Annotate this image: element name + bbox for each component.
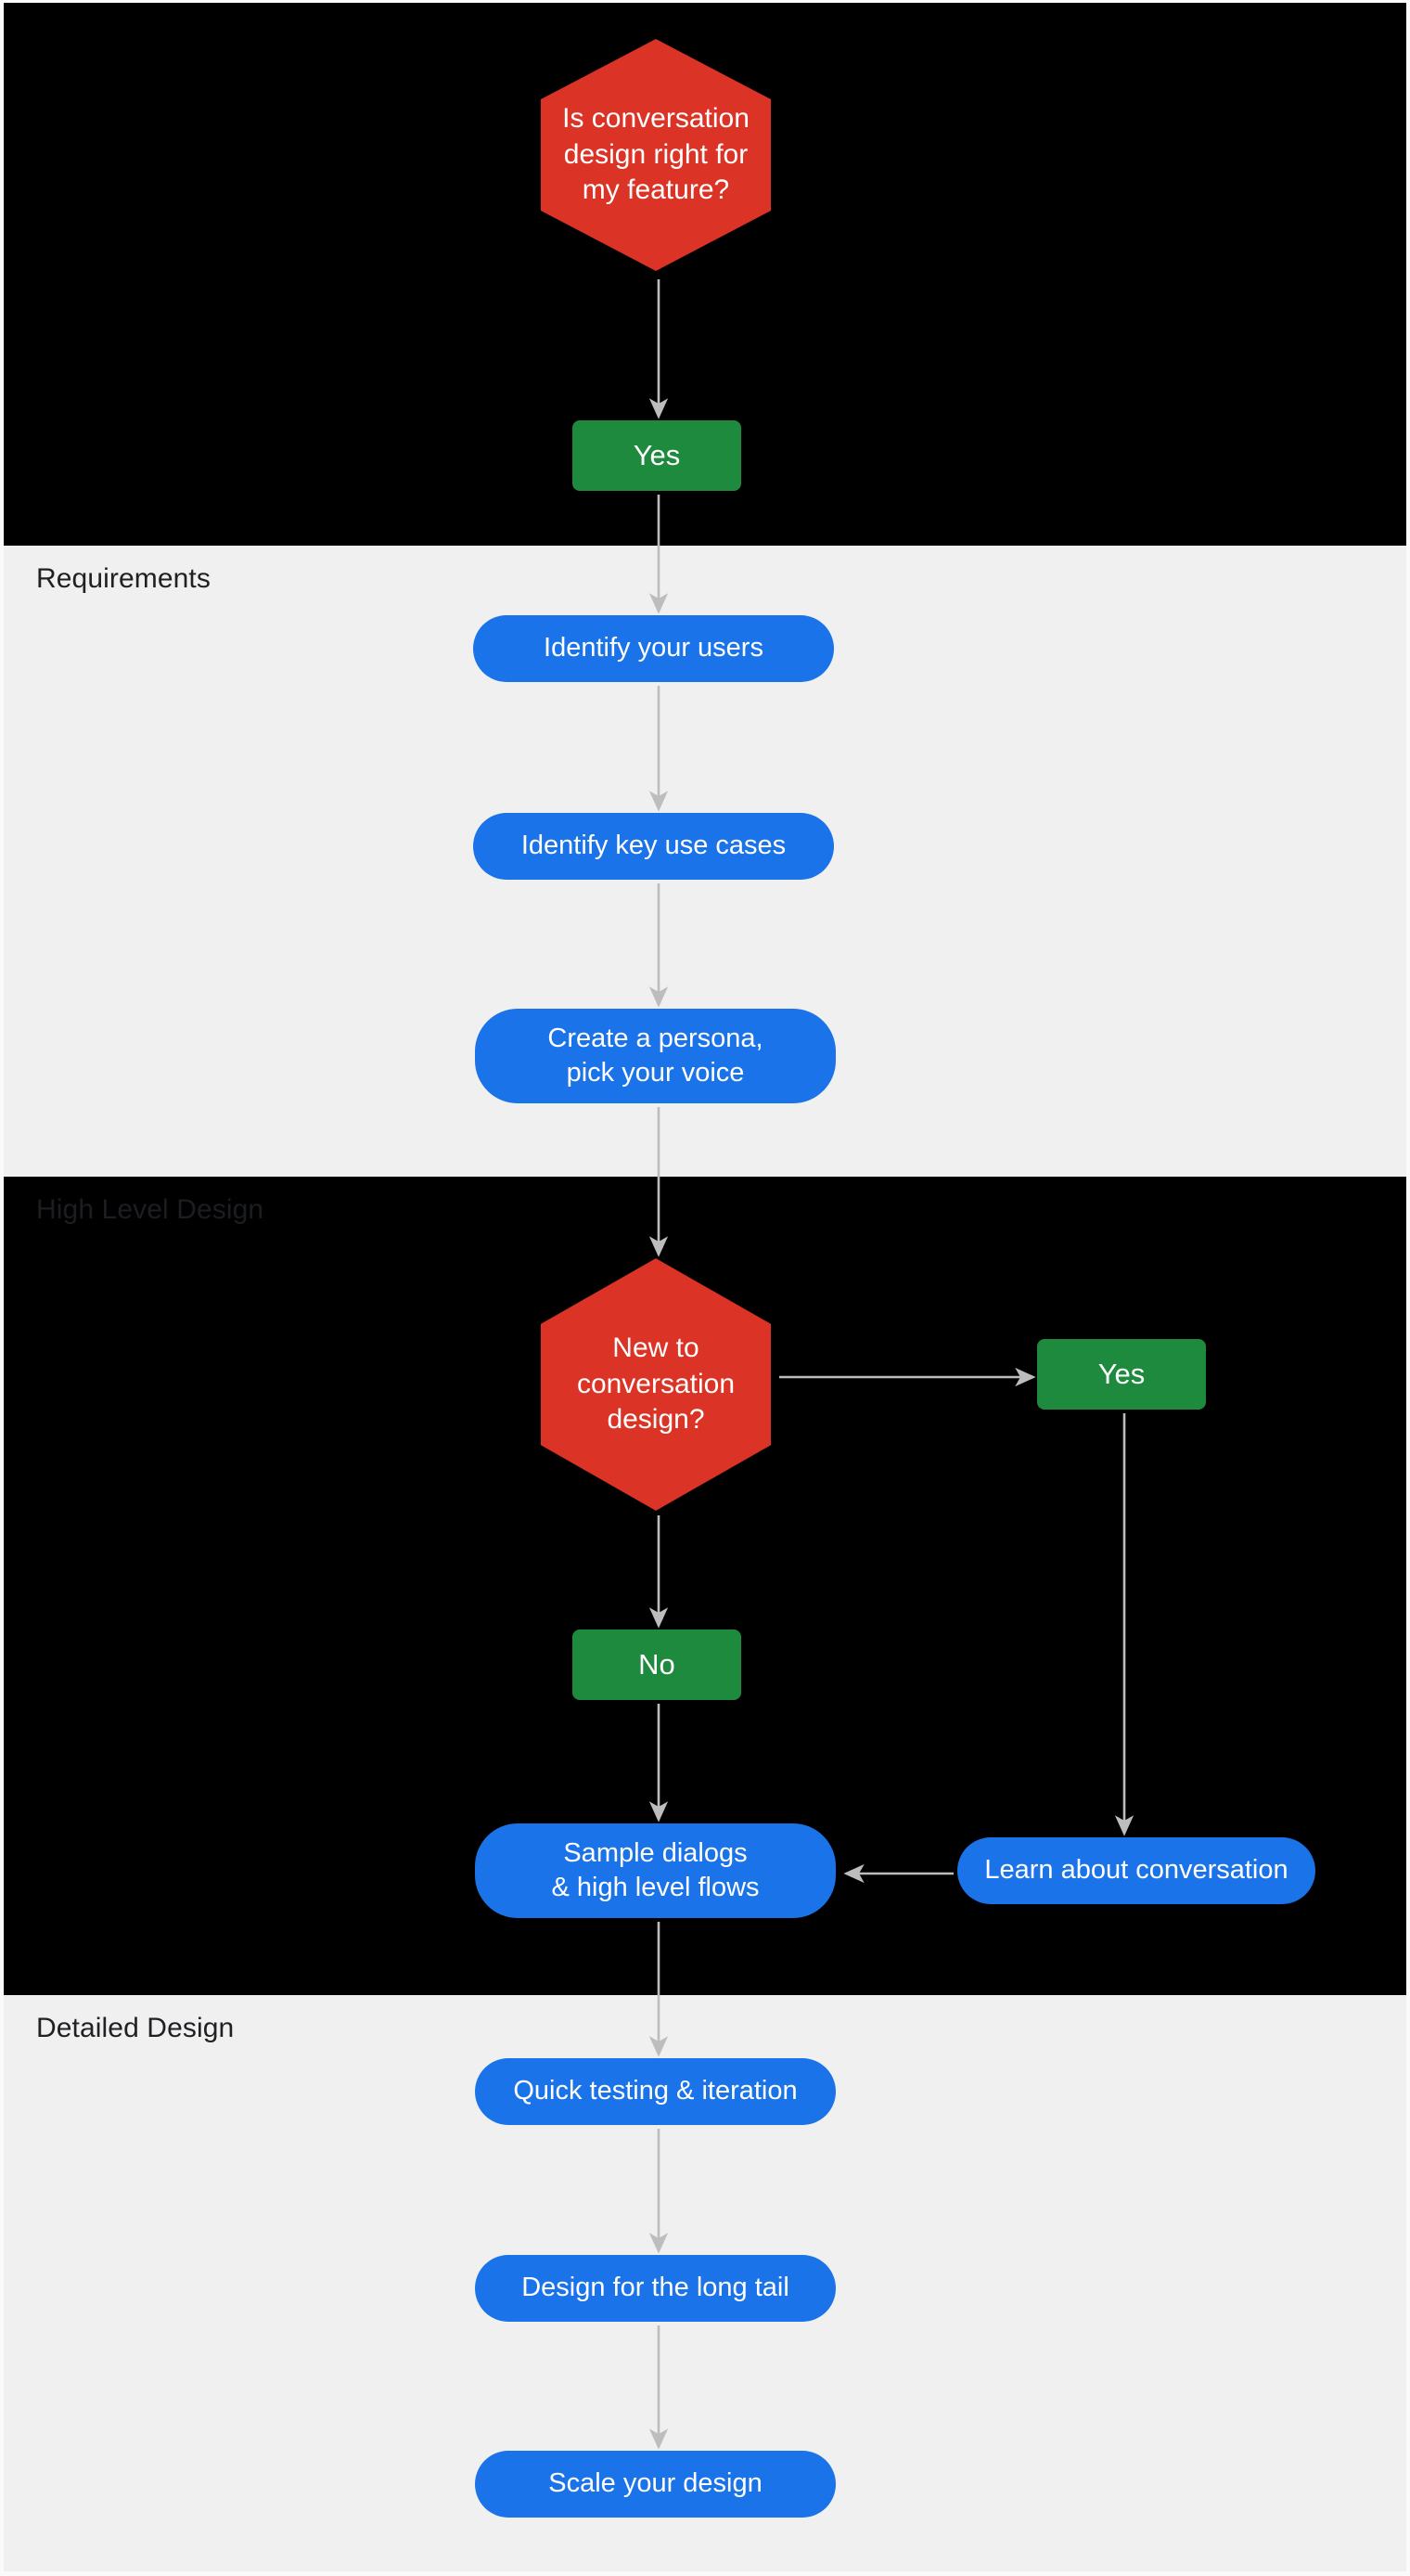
node-label-scale-design: Scale your design <box>548 2468 763 2499</box>
node-label-q-right-for-feature: Is conversation design right for my feat… <box>562 103 750 206</box>
node-label-learn-conversation: Learn about conversation <box>984 1855 1288 1886</box>
node-no-1[interactable]: No <box>572 1629 741 1700</box>
node-identify-use-cases[interactable]: Identify key use cases <box>473 813 834 880</box>
node-learn-conversation[interactable]: Learn about conversation <box>957 1837 1315 1904</box>
node-label-identify-users: Identify your users <box>544 633 763 663</box>
section-label-requirements: Requirements <box>36 563 211 594</box>
node-scale-design[interactable]: Scale your design <box>475 2451 836 2518</box>
node-label-quick-testing: Quick testing & iteration <box>513 2076 798 2106</box>
section-label-high-level-design: High Level Design <box>36 1194 264 1225</box>
node-label-sample-dialogs: Sample dialogs & high level flows <box>551 1837 760 1902</box>
node-sample-dialogs[interactable]: Sample dialogs & high level flows <box>475 1823 836 1918</box>
node-label-yes-1: Yes <box>633 439 681 472</box>
node-label-design-long-tail: Design for the long tail <box>521 2273 789 2303</box>
node-label-yes-2: Yes <box>1097 1358 1146 1391</box>
node-yes-2[interactable]: Yes <box>1037 1339 1206 1410</box>
node-yes-1[interactable]: Yes <box>572 420 741 491</box>
node-label-create-persona: Create a persona, pick your voice <box>547 1023 763 1088</box>
node-identify-users[interactable]: Identify your users <box>473 615 834 682</box>
node-label-no-1: No <box>638 1648 675 1681</box>
node-design-long-tail[interactable]: Design for the long tail <box>475 2255 836 2322</box>
node-quick-testing[interactable]: Quick testing & iteration <box>475 2058 836 2125</box>
node-label-q-new-to-cd: New to conversation design? <box>576 1333 736 1436</box>
node-label-identify-use-cases: Identify key use cases <box>520 831 787 861</box>
node-create-persona[interactable]: Create a persona, pick your voice <box>475 1009 836 1103</box>
section-label-detailed-design: Detailed Design <box>36 2013 235 2043</box>
